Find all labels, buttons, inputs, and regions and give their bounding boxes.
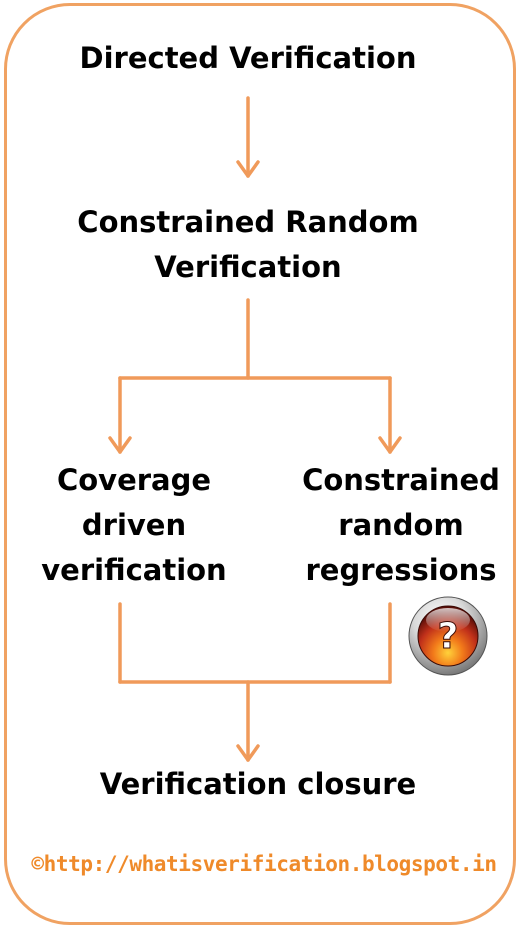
node-constrained-random-regressions: Constrained random regressions <box>298 458 504 593</box>
node-coverage-line-1: Coverage <box>56 463 212 497</box>
node-verification-closure: Verification closure <box>48 762 468 807</box>
arrowhead-coverage <box>108 436 132 454</box>
question-mark-glyph: ? <box>438 616 459 657</box>
question-mark-icon: ? <box>408 596 488 676</box>
arrowhead-regressions <box>378 436 402 454</box>
node-directed-verification: Directed Verification <box>48 36 448 81</box>
node-coverage-line-3: verification <box>41 553 227 587</box>
arrowhead-closure <box>236 744 260 762</box>
diagram-frame <box>4 3 516 925</box>
node-regressions-line-1: Constrained <box>302 463 500 497</box>
arrowhead-constrained <box>236 160 260 178</box>
node-closure-line-1: Verification closure <box>99 767 417 801</box>
node-directed-verification-line-1: Directed Verification <box>79 41 417 75</box>
node-constrained-random-verification: Constrained Random Verification <box>28 200 468 290</box>
node-coverage-driven-verification: Coverage driven verification <box>34 458 234 593</box>
node-regressions-line-2: random <box>338 508 464 542</box>
node-regressions-line-3: regressions <box>305 553 497 587</box>
node-constrained-random-line-1: Constrained Random <box>77 205 419 239</box>
copyright-notice: ©http://whatisverification.blogspot.in <box>31 852 497 876</box>
node-coverage-line-2: driven <box>81 508 187 542</box>
node-constrained-random-line-2: Verification <box>154 250 342 284</box>
